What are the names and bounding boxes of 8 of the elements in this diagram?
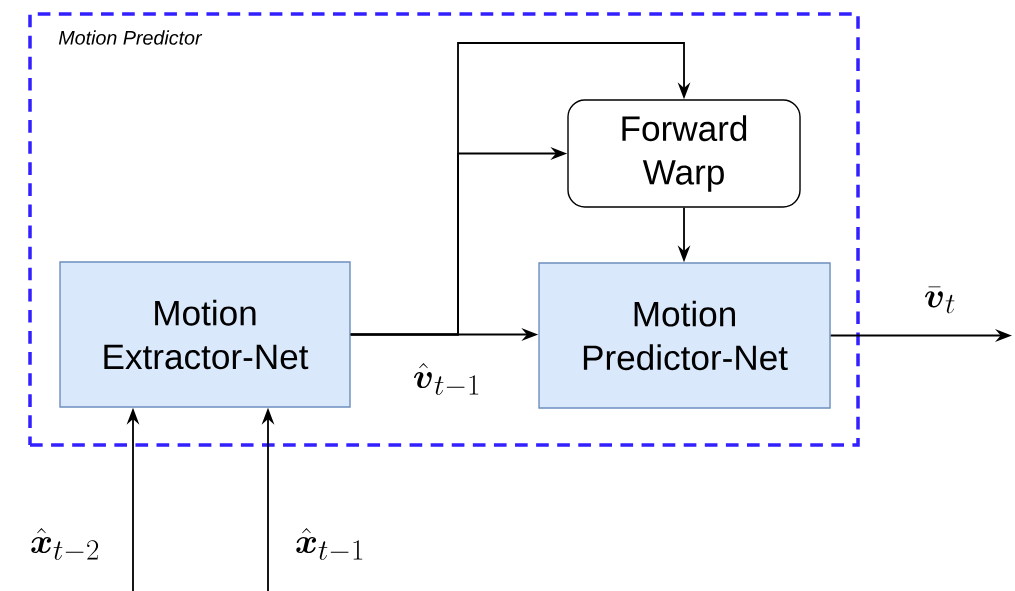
process-box: Motion Predictor-Net [538,262,831,409]
process-box: Motion Extractor-Net [59,261,351,408]
arrow [349,42,691,336]
edge-label: $\hat{\boldsymbol{x}}_{t-1}$ [296,528,363,560]
process-box: Forward Warp [567,99,801,208]
edge-label: $\bar{\boldsymbol{v}}_{t}$ [925,286,955,314]
edge-label: $\hat{\boldsymbol{v}}_{t-1}$ [414,363,479,395]
edge-label: $\hat{\boldsymbol{x}}_{t-2}$ [31,528,99,560]
